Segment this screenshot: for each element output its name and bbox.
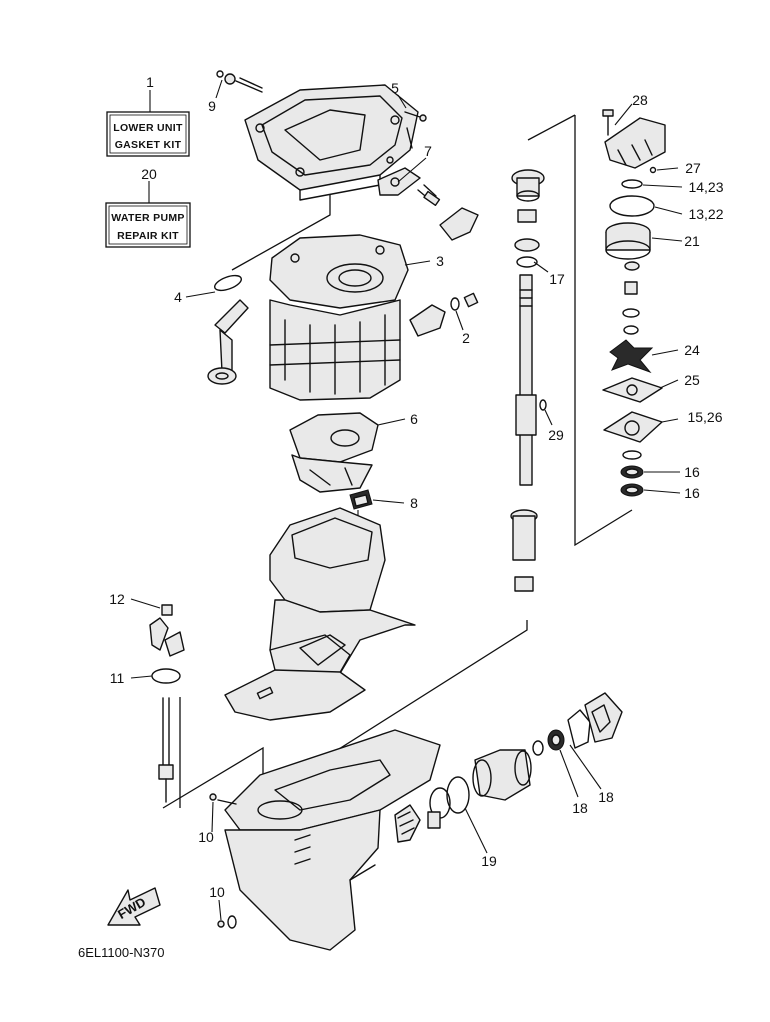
kit-box-water-pump: 20 WATER PUMP REPAIR KIT <box>105 166 191 248</box>
fitting-2 <box>409 292 479 337</box>
gasket-plate-6 <box>289 412 379 493</box>
callout-24: 24 <box>684 342 700 358</box>
callout-18-right: 18 <box>598 789 614 805</box>
kit-number-20: 20 <box>141 166 157 182</box>
water-pump-assembly <box>602 109 666 497</box>
bolt-and-washer-9 <box>216 70 263 93</box>
callout-19: 19 <box>481 853 497 869</box>
drawing-reference-code: 6EL1100-N370 <box>78 945 165 960</box>
kit-number-1: 1 <box>146 74 154 90</box>
callout-29: 29 <box>548 427 564 443</box>
bolt-10-lower <box>217 915 237 929</box>
callout-12: 12 <box>109 591 125 607</box>
callout-2: 2 <box>462 330 470 346</box>
shift-rod-assembly <box>149 604 185 803</box>
callout-28: 28 <box>632 92 648 108</box>
kit-line2-water-pump: REPAIR KIT <box>117 230 179 242</box>
bolt-5 <box>404 111 427 149</box>
exhaust-housing-3 <box>269 234 409 401</box>
callout-3: 3 <box>436 253 444 269</box>
callout-5: 5 <box>391 80 399 96</box>
callout-9: 9 <box>208 98 216 114</box>
callout-labels: 9 5 7 3 4 2 6 8 12 11 10 10 28 27 14,23 … <box>109 80 724 900</box>
callout-14-23: 14,23 <box>688 179 723 195</box>
callout-8: 8 <box>410 495 418 511</box>
callout-10-upper: 10 <box>198 829 214 845</box>
callout-25: 25 <box>684 372 700 388</box>
callout-18-left: 18 <box>572 800 588 816</box>
gearcase-lower-unit <box>224 729 441 951</box>
callout-16-upper: 16 <box>684 464 700 480</box>
callout-4: 4 <box>174 289 182 305</box>
callout-21: 21 <box>684 233 700 249</box>
assembly-frame-lines <box>162 114 633 830</box>
upper-lower-casing <box>224 507 416 721</box>
callout-leader-lines <box>130 79 683 921</box>
kit-line2-gasket: GASKET KIT <box>115 139 182 151</box>
water-pipe-4 <box>207 274 249 385</box>
drive-shaft-17 <box>510 169 547 592</box>
callout-11: 11 <box>110 670 125 686</box>
callout-13-22: 13,22 <box>688 206 723 222</box>
cover-7 <box>377 167 479 241</box>
callout-6: 6 <box>410 411 418 427</box>
kit-line1-water-pump: WATER PUMP <box>111 212 184 224</box>
callout-15-26: 15,26 <box>687 409 722 425</box>
callout-7: 7 <box>424 143 432 159</box>
propeller-shaft-housing <box>394 692 623 843</box>
kit-box-gasket: 1 LOWER UNIT GASKET KIT <box>106 74 190 157</box>
callout-10-lower: 10 <box>209 884 225 900</box>
callout-27: 27 <box>685 160 701 176</box>
kit-line1-gasket: LOWER UNIT <box>113 122 183 134</box>
forward-direction-arrow: FWD <box>107 887 161 926</box>
bolt-10-upper <box>209 793 237 805</box>
callout-16-lower: 16 <box>684 485 700 501</box>
callout-17: 17 <box>549 271 565 287</box>
